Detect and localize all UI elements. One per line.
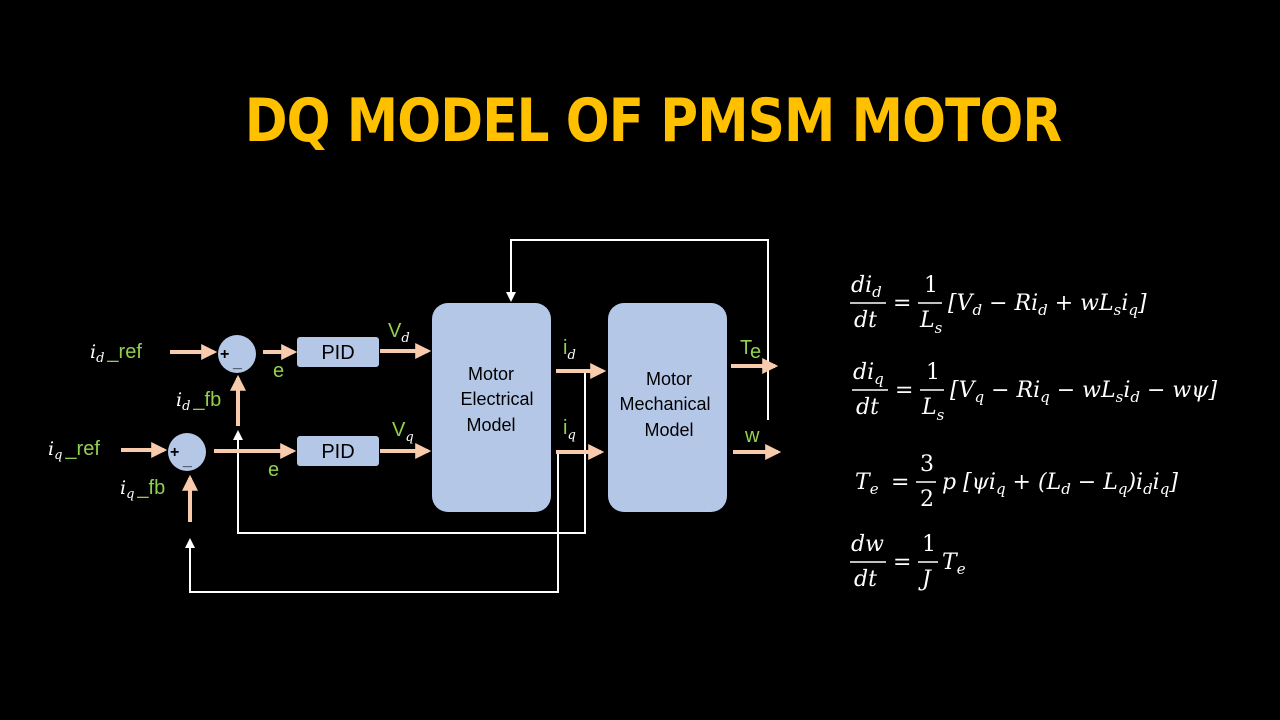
svg-text:diq: diq	[853, 360, 884, 388]
w-out-label: w	[744, 425, 760, 447]
svg-text:=: =	[893, 291, 911, 316]
motor-mechanical-block: Motor Mechanical Model	[608, 303, 727, 512]
id-ref-label: id_ref	[90, 341, 142, 366]
svg-text:3: 3	[920, 452, 934, 477]
iq-feedback-line	[185, 452, 559, 593]
svg-text:did: did	[851, 273, 882, 301]
svg-text:1: 1	[926, 360, 940, 385]
mechanical-line-3: Model	[644, 420, 693, 440]
vd-label: Vd	[388, 320, 410, 346]
equation-diq-dt: diq dt = 1 Ls [Vq − Riq − wLsid − wψ]	[853, 360, 1217, 424]
mechanical-line-1: Motor	[646, 369, 692, 389]
svg-text:Te: Te	[942, 550, 966, 578]
svg-text:J: J	[918, 567, 932, 592]
error-label-q: e	[268, 459, 279, 481]
svg-text:=: =	[893, 550, 911, 575]
svg-text:dw: dw	[851, 532, 884, 557]
svg-text:Te: Te	[855, 470, 879, 498]
mechanical-line-2: Mechanical	[619, 394, 710, 414]
svg-text:=: =	[895, 378, 913, 403]
svg-text:[Vq − Riq − wLsid − wψ]: [Vq − Riq − wLsid − wψ]	[950, 378, 1217, 406]
pid-d-label: PID	[321, 342, 354, 364]
svg-text:=: =	[891, 470, 909, 495]
pid-q-label: PID	[321, 441, 354, 463]
speed-feedback-line	[506, 239, 769, 420]
svg-text:1: 1	[922, 532, 936, 557]
vq-label: Vq	[392, 419, 414, 445]
summer-d-plus: +	[220, 346, 229, 363]
summer-q-plus: +	[170, 444, 179, 461]
error-label-d: e	[273, 360, 284, 382]
id-out-label: id	[563, 337, 576, 363]
equation-did-dt: did dt = 1 Ls [Vd − Rid + wLsiq]	[851, 273, 1147, 337]
summer-q-minus: _	[182, 452, 193, 469]
svg-text:1: 1	[924, 273, 938, 298]
svg-text:dt: dt	[854, 308, 877, 333]
motor-electrical-block: Motor Electrical Model	[432, 303, 551, 512]
summer-d: + _	[218, 335, 256, 373]
electrical-line-3: Model	[466, 415, 515, 435]
equation-dw-dt: dw dt = 1 J Te	[851, 532, 966, 592]
summer-q: + _	[168, 433, 206, 471]
pid-block-d: PID	[297, 337, 379, 367]
te-out-label: Te	[740, 337, 761, 363]
iq-fb-label: iq_fb	[120, 477, 165, 502]
equation-torque: Te = 3 2 p [ψiq + (Ld − Lq)idiq]	[855, 452, 1178, 512]
svg-text:dt: dt	[856, 395, 879, 420]
iq-out-label: iq	[563, 417, 576, 443]
electrical-line-2: Electrical	[460, 389, 533, 409]
slide-title: DQ MODEL OF PMSM MOTOR	[244, 86, 1062, 156]
iq-ref-label: iq_ref	[48, 438, 100, 463]
electrical-line-1: Motor	[468, 364, 514, 384]
id-fb-label: id_fb	[176, 389, 221, 414]
svg-text:[Vd − Rid + wLsiq]: [Vd − Rid + wLsiq]	[948, 291, 1147, 319]
summer-d-minus: _	[232, 354, 243, 371]
svg-text:dt: dt	[854, 567, 877, 592]
svg-text:p [ψiq + (Ld − Lq)idiq]: p [ψiq + (Ld − Lq)idiq]	[942, 470, 1178, 498]
pid-block-q: PID	[297, 436, 379, 466]
svg-text:2: 2	[920, 487, 934, 512]
svg-text:Ls: Ls	[919, 308, 943, 337]
svg-text:Ls: Ls	[921, 395, 945, 424]
signal-arrows	[121, 343, 782, 522]
